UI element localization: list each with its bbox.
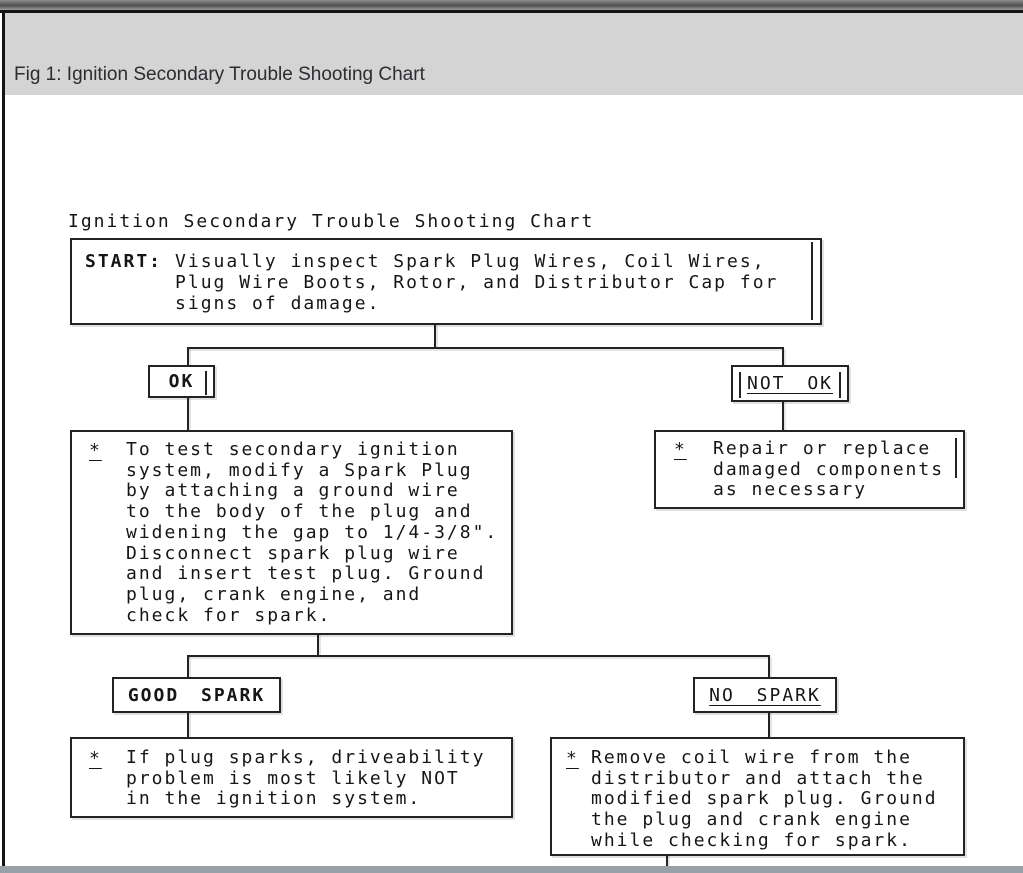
footnote-marker: *	[89, 748, 102, 769]
good-spark-node: GOOD SPARK	[112, 677, 281, 713]
start-text: Visually inspect Spark Plug Wires, Coil …	[175, 251, 779, 314]
ok-node: OK	[148, 365, 215, 398]
start-node: START: Visually inspect Spark Plug Wires…	[70, 238, 822, 325]
scan-artifact-line	[205, 371, 207, 395]
connector-line	[187, 398, 189, 430]
not-ok-note-text: Repair or replace damaged components as …	[713, 438, 945, 501]
figure-caption-bar: Fig 1: Ignition Secondary Trouble Shooti…	[5, 13, 1023, 95]
window-frame-top-border	[0, 10, 1023, 13]
connector-line	[187, 713, 189, 737]
connector-line	[768, 657, 770, 677]
chart-title: Ignition Secondary Trouble Shooting Char…	[68, 211, 595, 232]
start-label: START:	[85, 251, 163, 272]
good-spark-note-text: If plug sparks, driveability problem is …	[126, 747, 486, 810]
window-top-edge	[0, 0, 1023, 10]
connector-line	[187, 657, 189, 677]
good-spark-label: GOOD SPARK	[127, 684, 266, 706]
connector-line	[434, 325, 436, 347]
connector-line	[782, 402, 784, 432]
connector-line	[187, 349, 189, 365]
footnote-marker: *	[674, 439, 687, 460]
no-spark-label: NO SPARK	[709, 684, 821, 706]
scan-artifact-line	[739, 372, 741, 398]
no-spark-note-text: Remove coil wire from the distributor an…	[591, 747, 938, 851]
figure-caption: Fig 1: Ignition Secondary Trouble Shooti…	[14, 64, 425, 85]
scan-artifact-line	[839, 372, 841, 398]
footnote-marker: *	[566, 748, 579, 769]
no-spark-note-box: * Remove coil wire from the distributor …	[550, 737, 965, 856]
ok-note-box: * To test secondary ignition system, mod…	[70, 430, 513, 635]
not-ok-node: NOT OK	[731, 365, 849, 402]
not-ok-label: NOT OK	[746, 373, 834, 394]
good-spark-note-box: * If plug sparks, driveability problem i…	[70, 737, 513, 818]
connector-line	[317, 635, 319, 655]
scan-artifact-line	[811, 242, 813, 320]
not-ok-note-box: * Repair or replace damaged components a…	[654, 430, 965, 509]
ok-label: OK	[168, 371, 195, 392]
window-frame-left-border	[2, 10, 5, 866]
no-spark-node: NO SPARK	[693, 677, 837, 713]
connector-line	[768, 713, 770, 737]
footnote-marker: *	[89, 440, 102, 461]
ok-note-text: To test secondary ignition system, modif…	[126, 439, 499, 626]
connector-line	[187, 347, 784, 349]
window-bottom-edge	[0, 866, 1023, 873]
connector-line	[666, 856, 668, 866]
connector-line	[187, 655, 770, 657]
scan-artifact-line	[955, 438, 957, 478]
connector-line	[782, 349, 784, 365]
